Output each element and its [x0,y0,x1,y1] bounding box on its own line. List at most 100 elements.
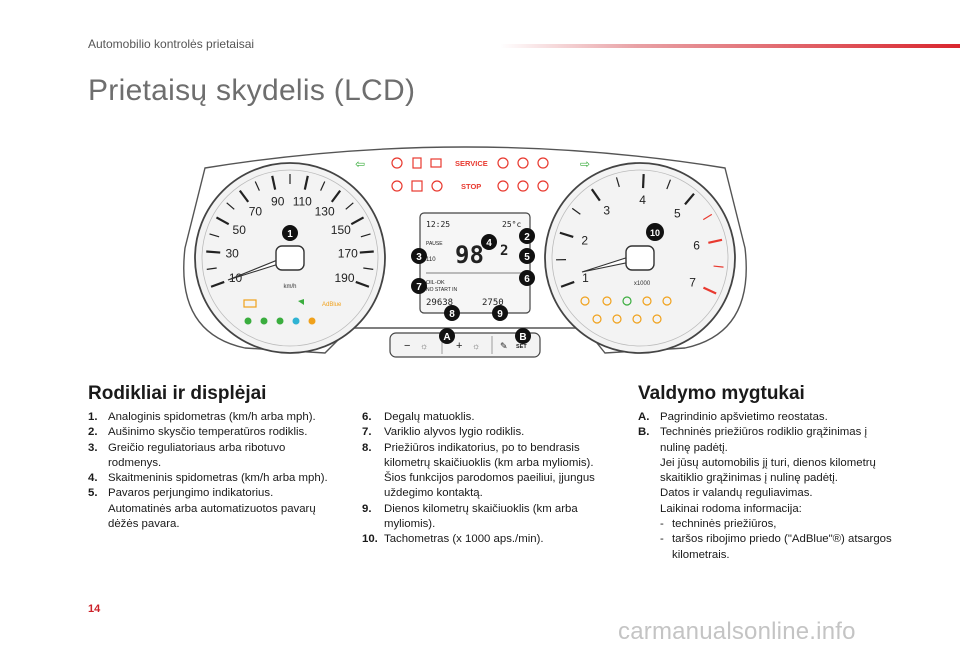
watermark: carmanualsonline.info [618,618,856,645]
gauge-tick-label: 5 [674,207,681,221]
tachometer-unit: x1000 [634,281,651,287]
callout-B: B [519,332,526,343]
lcd-limit: 110 [426,257,436,263]
gauge-tick-label: 7 [689,276,696,290]
gauge-tick [206,267,217,270]
gauge-tick [571,207,581,215]
gauge-tick-label: 190 [334,271,354,285]
gauge-tick [363,267,374,270]
gauge-tick [345,202,354,210]
valdymo-list: A.Pagrindinio apšvietimo reostatas. B. T… [638,410,898,563]
lcd-oil-status: OIL-OK [426,280,445,286]
callout-4: 4 [486,238,492,249]
gauge-tick [355,280,370,288]
gauge-tick [254,181,260,191]
gauge-tick [615,177,620,188]
gauge-tick [209,233,220,238]
dpf-icon [517,180,529,192]
lamp-icon [298,299,304,305]
gauge-tick-label: 130 [315,204,335,218]
gauge-tick [559,231,574,238]
speedo-light-indicators [244,317,316,325]
list-item: 8.Priežiūros indikatorius, po to bendras… [362,441,595,500]
sun-icon-1: ☼ [420,341,428,351]
gauge-tick [330,189,342,203]
gauge-tick [320,181,326,191]
gauge-tick [215,216,230,226]
instrument-cluster-illustration: 1030507090110130150170190 km/h AdBlue 12… [183,146,747,358]
gauge-tick-label: 90 [271,194,285,208]
coolant-warning-icon [497,157,509,169]
list-item: 10.Tachometras (x 1000 aps./min). [362,533,544,546]
lcd-gear-indicator: 2 [500,243,508,259]
gauge-tick-label: 3 [603,203,610,217]
callout-2: 2 [524,232,530,243]
left-turn-indicator-icon: ⇦ [355,157,365,171]
header-accent-line [500,44,960,48]
right-turn-indicator-icon: ⇨ [580,157,590,171]
gauge-tick-label: 30 [225,247,239,261]
lcd-temperature: 25°c [502,220,521,229]
callout-3: 3 [416,252,422,263]
light-icon-3 [276,317,284,325]
callout-8: 8 [449,309,455,320]
light-icon-1 [244,317,252,325]
gauge-tick-label: 1 [582,271,589,285]
high-beam-icon [292,317,300,325]
list-item: A.Pagrindinio apšvietimo reostatas. [638,411,828,423]
gauge-tick [684,192,695,206]
set-button: SET [516,344,527,350]
lcd-trip: 2750 [482,298,504,308]
lcd-odometer: 29638 [426,298,453,308]
rear-fog-icon [308,317,316,325]
esp-icon [537,180,549,192]
service-label: SERVICE [455,159,488,168]
list-item: 6.Degalų matuoklis. [362,411,475,423]
gauge-tick [590,188,601,202]
list-item: 3.Greičio reguliatoriaus arba ribotuvo r… [88,441,286,469]
lcd-digital-speed: 98 [455,241,484,269]
fuel-warning-icon [412,157,422,169]
list-item: 5.Pavaros perjungimo indikatorius.Automa… [88,487,316,531]
lcd-stop-start: NO START IN [426,287,458,293]
stop-label: STOP [461,182,481,191]
dimmer-minus-button: − [404,340,410,352]
tyre-pressure-icon [517,157,529,169]
dimmer-plus-button: + [456,340,462,352]
battery-warning-icon [430,158,442,168]
tachometer-hub [625,245,655,271]
gauge-tick [702,213,713,221]
lcd-time: 12:25 [426,220,450,229]
gauge-tick [713,265,724,268]
gauge-tick-label: 50 [233,223,247,237]
light-icon-2 [260,317,268,325]
gauge-tick [359,250,374,254]
brake-warning-icon [497,180,509,192]
list-item: B. Techninės priežiūros rodiklio grąžini… [638,426,892,561]
col2-list: 6.Degalų matuoklis. 7.Variklio alyvos ly… [362,410,612,548]
gauge-tick [226,202,235,210]
section-header: Automobilio kontrolės prietaisai [88,37,255,51]
gauge-tick [350,216,365,226]
gauge-tick [238,189,250,203]
adblue-icon: AdBlue [322,302,342,308]
door-open-icon [411,180,423,192]
gauge-tick-label: 70 [249,204,263,218]
list-item: 2.Aušinimo skysčio temperatūros rodiklis… [88,426,308,439]
section-rodikliai-title: Rodikliai ir displėjai [88,383,267,404]
rodikliai-list: 1.Analoginis spidometras (km/h arba mph)… [88,410,338,532]
callout-A: A [443,332,450,343]
sun-icon-2: ☼ [472,341,480,351]
speedo-warning-lights: AdBlue [243,299,342,308]
gauge-tick-label: 4 [639,193,646,207]
list-item: 4.Skaitmeninis spidometras (km/h arba mp… [88,472,328,485]
gauge-tick [206,250,221,254]
gauge-tick-label: 150 [331,223,351,237]
airbag-icon [431,180,443,192]
gauge-tick [360,233,371,238]
list-item: 7.Variklio alyvos lygio rodiklis. [362,426,525,439]
gauge-tick [560,280,575,288]
callout-7: 7 [416,282,422,293]
glow-plug-icon [243,299,257,308]
gauge-tick [702,286,717,295]
